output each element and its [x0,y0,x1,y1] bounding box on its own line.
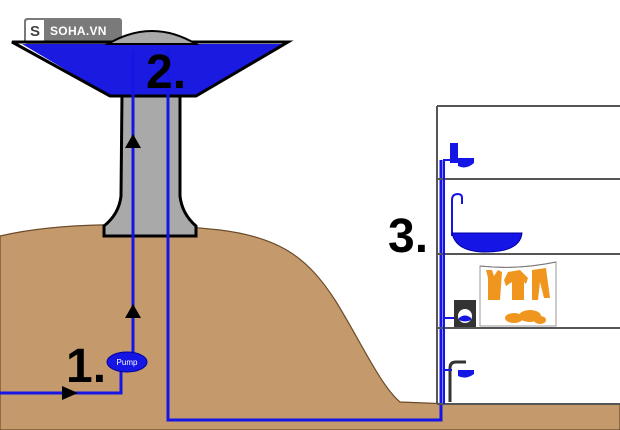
bathtub-icon [451,232,523,253]
washing-machine-icon [454,300,476,327]
laundry-clothes-icon [486,268,550,324]
tank-water [22,44,284,96]
ground-floor-pipe [443,369,452,404]
flow-arrow-right [62,386,78,400]
soha-watermark-logo: S SOHA.VN [26,20,113,42]
step-2-label: 2. [146,46,186,99]
step-1-label: 1. [66,340,106,393]
building [436,105,620,405]
tank-dome [104,30,200,45]
inlet-pipe [0,362,123,395]
tower-stem [102,92,198,238]
shower-icon [451,192,463,236]
tank-outline [11,40,294,98]
flow-arrow-up-lower [125,304,141,318]
faucet-icon [448,360,474,402]
sink-icon [450,143,474,168]
flow-arrow-up-upper [125,134,141,148]
watermark-mark: S [26,20,44,42]
watermark-text: SOHA.VN [44,20,113,42]
step-3-label: 3. [388,210,428,263]
supply-pipe [166,50,443,422]
pump [106,351,148,373]
pump-label: Pump [117,358,138,367]
